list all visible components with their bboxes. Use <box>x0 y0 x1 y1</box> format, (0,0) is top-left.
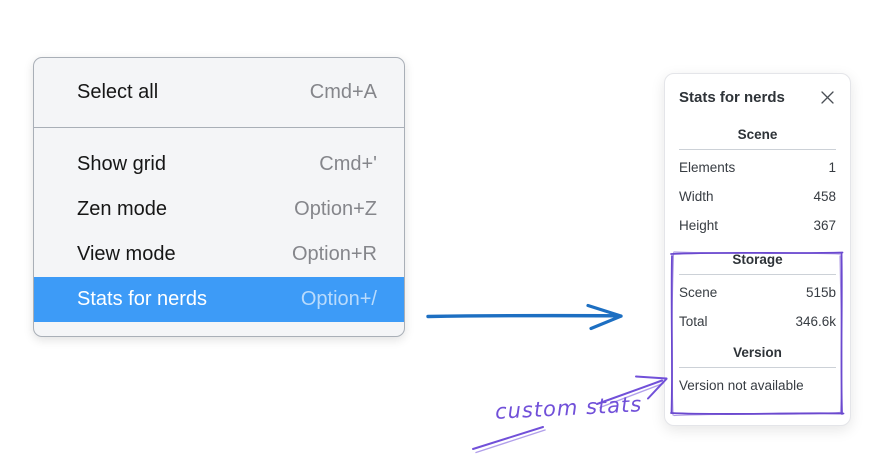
stat-label: Scene <box>679 285 718 300</box>
close-icon <box>820 90 834 104</box>
stats-panel: Stats for nerds Scene Elements 1 Width 4… <box>664 73 851 426</box>
menu-item-shortcut: Cmd+' <box>319 153 377 175</box>
section-heading: Version <box>733 345 782 360</box>
stat-value: 515b <box>805 285 836 300</box>
menu-item-zen-mode[interactable]: Zen mode Option+Z <box>34 187 404 232</box>
menu-divider <box>34 127 404 128</box>
menu-item-label: Show grid <box>77 153 166 175</box>
stat-value: 1 <box>828 160 836 175</box>
stats-section-scene: Scene Elements 1 Width 458 Height 367 <box>679 127 836 240</box>
context-menu: Select all Cmd+A Show grid Cmd+' Zen mod… <box>33 57 405 337</box>
annotation-label: custom stats <box>494 392 643 424</box>
menu-item-shortcut: Option+R <box>291 243 377 265</box>
menu-item-label: Zen mode <box>77 198 168 220</box>
menu-item-shortcut: Option+/ <box>300 288 377 310</box>
menu-item-shortcut: Option+Z <box>294 198 377 220</box>
stat-label: Height <box>679 218 719 233</box>
menu-item-stats-for-nerds[interactable]: Stats for nerds Option+/ <box>34 277 404 322</box>
menu-section-bottom: Show grid Cmd+' Zen mode Option+Z View m… <box>34 128 404 336</box>
stat-value: 458 <box>813 189 836 204</box>
section-divider <box>679 367 836 368</box>
stat-value: 367 <box>813 218 836 233</box>
menu-item-label: View mode <box>77 243 176 265</box>
menu-item-view-mode[interactable]: View mode Option+R <box>34 232 404 277</box>
stat-row-height: Height 367 <box>679 211 836 240</box>
stats-panel-header: Stats for nerds <box>679 88 836 106</box>
stats-section-storage: Storage Scene 515b Total 346.6k <box>679 252 836 336</box>
stat-label: Width <box>679 189 714 204</box>
menu-item-label: Stats for nerds <box>77 288 208 310</box>
close-button[interactable] <box>818 88 836 106</box>
blue-arrow <box>426 303 623 331</box>
menu-section-top: Select all Cmd+A <box>34 58 404 127</box>
stat-row-elements: Elements 1 <box>679 153 836 182</box>
stat-value: 346.6k <box>795 314 836 329</box>
menu-item-select-all[interactable]: Select all Cmd+A <box>34 70 404 115</box>
section-divider <box>679 274 836 275</box>
section-heading: Scene <box>737 127 778 142</box>
stat-row-scene-size: Scene 515b <box>679 278 836 307</box>
stat-label: Elements <box>679 160 736 175</box>
section-heading: Storage <box>732 252 783 267</box>
stats-panel-title: Stats for nerds <box>679 88 785 106</box>
stat-label: Total <box>679 314 708 329</box>
stat-row-total-size: Total 346.6k <box>679 307 836 336</box>
stats-section-version: Version Version not available <box>679 345 836 396</box>
version-note: Version not available <box>679 378 804 393</box>
section-divider <box>679 149 836 150</box>
menu-item-shortcut: Cmd+A <box>309 81 377 103</box>
menu-item-label: Select all <box>77 81 159 103</box>
menu-item-show-grid[interactable]: Show grid Cmd+' <box>34 142 404 187</box>
stat-row-width: Width 458 <box>679 182 836 211</box>
